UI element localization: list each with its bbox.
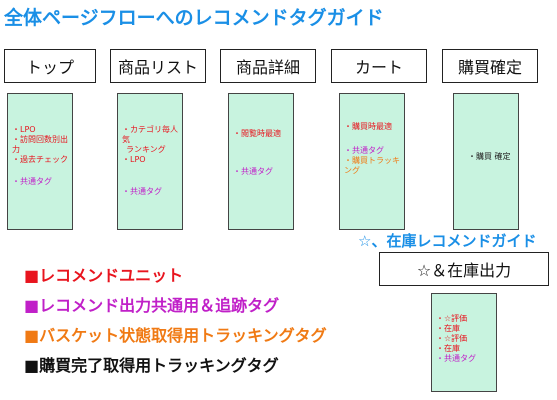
diagram-title: 全体ページフローへのレコメンドタグガイド (4, 7, 384, 29)
stage-cart: カート (331, 49, 427, 83)
page-purchase: ・購買 確定 (453, 93, 519, 230)
page-top-line-1: ・LPO (12, 125, 36, 134)
legend-common-tag: ■レコメンド出力共通用＆追跡タグ (24, 296, 280, 315)
stock-guide-title: ☆、在庫レコメンドガイド (358, 232, 537, 250)
page-detail-line-1: ・閲覧時最適 (233, 129, 281, 138)
page-cart-line-1: ・購買時最適 (344, 122, 392, 131)
legend-purchase-tag: ■購買完了取得用トラッキングタグ (24, 356, 279, 375)
stock-output-box: ☆＆在庫出力 (379, 252, 549, 286)
page-list-line-1: ・カテゴリ毎人気 (122, 125, 178, 144)
legend-basket-tag: ■バスケット状態取得用トラッキングタグ (24, 326, 327, 345)
page-top-line-2: ・訪問回数別出力 (12, 135, 68, 154)
page-product-detail: ・閲覧時最適 ・共通タグ (228, 93, 294, 230)
page-purchase-line-1: ・購買 確定 (468, 152, 511, 161)
page-list-line-2: ランキング (126, 145, 166, 154)
legend-recommend-unit: ■レコメンドユニット (24, 266, 184, 285)
page-cart-tracking: ・購買トラッキング (344, 156, 400, 175)
stock-tag: ・共通タグ (436, 354, 476, 363)
stage-purchase: 購買確定 (442, 49, 538, 83)
page-cart-tag: ・共通タグ (344, 146, 384, 155)
stock-page: ・☆評価 ・在庫 ・☆評価 ・在庫 ・共通タグ (431, 293, 497, 392)
stage-product-list: 商品リスト (110, 49, 206, 83)
page-list-line-3: ・LPO (122, 155, 146, 164)
page-top-line-3: ・過去チェック (12, 155, 68, 164)
page-cart: ・購買時最適 ・共通タグ ・購買トラッキング (339, 93, 405, 230)
stage-product-detail: 商品詳細 (220, 49, 316, 83)
page-list-tag: ・共通タグ (122, 187, 162, 196)
stock-item-3: ・☆評価 (436, 334, 468, 343)
stock-item-1: ・☆評価 (436, 314, 468, 323)
page-top: ・LPO ・訪問回数別出力 ・過去チェック ・共通タグ (7, 93, 73, 230)
page-product-list: ・カテゴリ毎人気 ランキング ・LPO ・共通タグ (117, 93, 183, 230)
stock-item-4: ・在庫 (436, 344, 460, 353)
page-detail-tag: ・共通タグ (233, 167, 273, 176)
stock-item-2: ・在庫 (436, 324, 460, 333)
stage-top: トップ (4, 49, 96, 83)
page-top-tag: ・共通タグ (12, 177, 52, 186)
